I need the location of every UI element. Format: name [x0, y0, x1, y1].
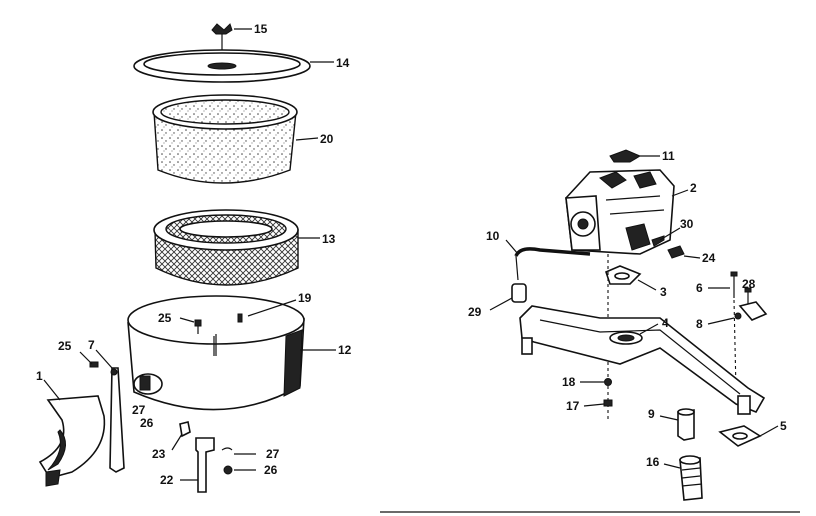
part-20-precleaner — [152, 94, 298, 184]
label-23: 23 — [152, 447, 166, 461]
label-24: 24 — [702, 251, 716, 265]
part-18-washer — [604, 378, 612, 386]
label-15: 15 — [254, 22, 268, 36]
label-16: 16 — [646, 455, 660, 469]
label-5: 5 — [780, 419, 787, 433]
part-2-carburetor — [565, 169, 675, 255]
label-26-right: 26 — [264, 463, 278, 477]
part-27-26-left-hardware — [139, 375, 151, 391]
label-11: 11 — [662, 149, 675, 163]
part-14-cover — [133, 49, 311, 83]
part-26-nut — [223, 465, 233, 475]
part-23-clip — [179, 421, 191, 438]
label-9: 9 — [648, 407, 655, 421]
part-11-clip — [609, 149, 642, 163]
label-12: 12 — [338, 343, 352, 357]
label-3: 3 — [660, 285, 667, 299]
part-24-screw — [667, 245, 685, 259]
label-1: 1 — [36, 369, 43, 383]
part-12-base — [127, 295, 305, 411]
label-7: 7 — [88, 338, 95, 352]
part-25-left-screw — [89, 361, 99, 368]
part-27-bolt — [221, 447, 233, 451]
part-30-link — [651, 235, 665, 247]
part-6-bolt — [730, 271, 738, 298]
alignment-lines — [607, 254, 737, 420]
part-1-elbow — [38, 395, 106, 487]
part-5-gasket — [718, 425, 762, 447]
label-28: 28 — [742, 277, 756, 291]
part-17-screw — [603, 399, 613, 407]
label-27-left: 27 — [132, 403, 146, 417]
part-4-manifold — [519, 305, 766, 415]
label-4: 4 — [662, 316, 669, 330]
leader-lines — [43, 28, 779, 481]
part-3-gasket — [605, 265, 642, 285]
label-29: 29 — [468, 305, 482, 319]
label-6: 6 — [696, 281, 703, 295]
label-22: 22 — [160, 473, 174, 487]
label-25-left: 25 — [58, 339, 72, 353]
label-25-center: 25 — [158, 311, 172, 325]
part-13-filter — [153, 209, 299, 286]
part-16-fitting — [679, 455, 703, 501]
label-19: 19 — [298, 291, 312, 305]
label-14: 14 — [336, 56, 350, 70]
label-20: 20 — [320, 132, 334, 146]
label-26-left: 26 — [140, 416, 154, 430]
part-7-bracket — [109, 367, 125, 473]
label-18: 18 — [562, 375, 576, 389]
label-10: 10 — [486, 229, 500, 243]
label-17: 17 — [566, 399, 580, 413]
part-8-bracket — [734, 301, 768, 321]
part-10-fuel-line — [514, 247, 591, 281]
label-8: 8 — [696, 317, 703, 331]
part-22-strap — [195, 437, 215, 493]
part-19-stud — [237, 313, 243, 323]
part-25-screw — [194, 319, 202, 334]
part-29-fitting — [511, 283, 527, 303]
label-2: 2 — [690, 181, 697, 195]
part-9-fitting — [677, 408, 695, 441]
label-27-right: 27 — [266, 447, 280, 461]
label-13: 13 — [322, 232, 336, 246]
label-30: 30 — [680, 217, 694, 231]
